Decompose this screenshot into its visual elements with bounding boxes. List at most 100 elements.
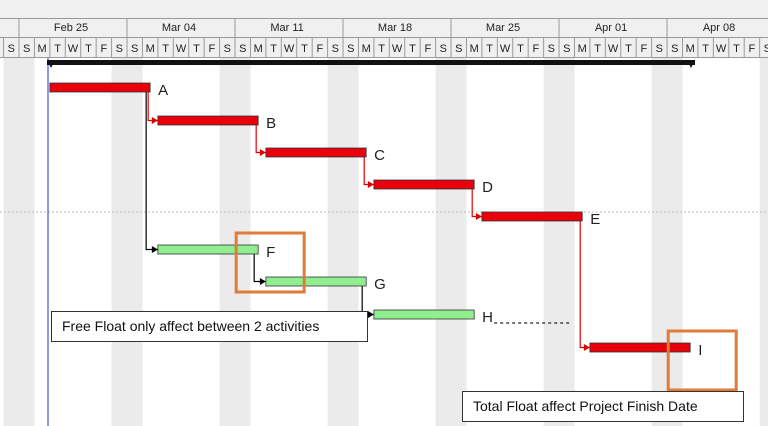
day-letter: S [23,43,30,55]
day-letter: S [548,43,555,55]
day-letter: S [332,43,339,55]
day-letter: T [270,43,277,55]
link-arrowhead [259,278,266,285]
day-letter: S [239,43,246,55]
critical-link [579,221,590,349]
weekend-shade [543,58,575,426]
day-letter: S [8,43,15,55]
week-label: Apr 01 [595,22,627,34]
weekend-shade [111,58,143,426]
summary-end-marker [687,60,695,68]
highlight-box-f [234,231,306,294]
day-letter: F [749,43,756,55]
free-float-callout: Free Float only affect between 2 activit… [51,311,368,342]
task-label-h: H [482,309,493,326]
task-label-a: A [158,82,168,99]
weekend-shade [435,58,467,426]
task-bar-f [157,244,259,255]
day-letter: T [54,43,61,55]
day-letter: S [116,43,123,55]
day-letter: T [85,43,92,55]
critical-link [255,125,266,154]
task-bar-d [373,179,475,190]
link-arrowhead [151,117,158,124]
week-label: Apr 08 [703,22,735,34]
summary-start-marker [47,60,55,68]
day-letter: W [68,43,79,55]
critical-link [147,92,158,122]
week-label: Mar 11 [270,22,303,34]
day-letter: T [733,43,740,55]
link-arrowhead [259,149,266,156]
timescale-header [0,0,768,57]
task-bar-i [589,342,691,353]
day-letter: M [578,43,587,55]
day-letter: T [409,43,416,55]
task-label-f: F [266,244,275,261]
weekend-shade [3,58,35,426]
day-letter: M [38,43,47,55]
day-letter: T [625,43,632,55]
day-letter: F [641,43,648,55]
day-letter: M [686,43,695,55]
link-arrowhead [367,311,374,318]
link-arrowhead [367,181,374,188]
day-letter: S [764,43,768,55]
day-letter: S [224,43,231,55]
day-letter: M [146,43,155,55]
day-letter: F [425,43,432,55]
day-letter: F [100,43,107,55]
day-letter: W [284,43,295,55]
task-bar-b [157,115,259,126]
task-label-e: E [590,211,600,228]
week-label: Mar 04 [162,22,196,34]
day-letter: S [455,43,462,55]
day-letter: T [594,43,601,55]
link-arrowhead [475,213,482,220]
day-letter: M [470,43,479,55]
task-bar-h [373,309,475,320]
dependency-link [253,254,266,283]
day-letter: T [702,43,709,55]
task-bar-a [49,82,151,93]
day-letter: M [254,43,263,55]
day-letter: T [301,43,308,55]
critical-link [363,157,374,186]
day-letter: T [517,43,524,55]
task-bar-g [265,276,367,287]
task-label-i: I [698,342,702,359]
day-letter: S [563,43,570,55]
day-letter: T [162,43,169,55]
project-summary-bar [47,60,695,65]
link-arrowhead [583,344,590,351]
day-letter: T [193,43,200,55]
week-label: Mar 25 [486,22,520,34]
day-letter: S [440,43,447,55]
day-letter: F [317,43,324,55]
weekend-shade [759,58,768,426]
day-letter: S [131,43,138,55]
day-letter: T [378,43,385,55]
day-letter: S [656,43,663,55]
task-label-c: C [374,147,385,164]
link-arrowhead [151,246,158,253]
day-letter: F [533,43,540,55]
highlight-box-i [666,329,738,392]
day-letter: M [362,43,371,55]
weekend-shade [327,58,359,426]
task-label-g: G [374,276,386,293]
day-letter: S [671,43,678,55]
day-letter: W [716,43,727,55]
day-letter: T [486,43,493,55]
day-letter: W [608,43,619,55]
task-label-d: D [482,179,493,196]
day-letter: S [347,43,354,55]
total-float-callout: Total Float affect Project Finish Date [462,391,744,422]
task-label-b: B [266,115,276,132]
week-label: Mar 18 [378,22,412,34]
task-bar-c [265,147,367,158]
week-label: Feb 25 [54,22,88,34]
day-letter: F [209,43,216,55]
